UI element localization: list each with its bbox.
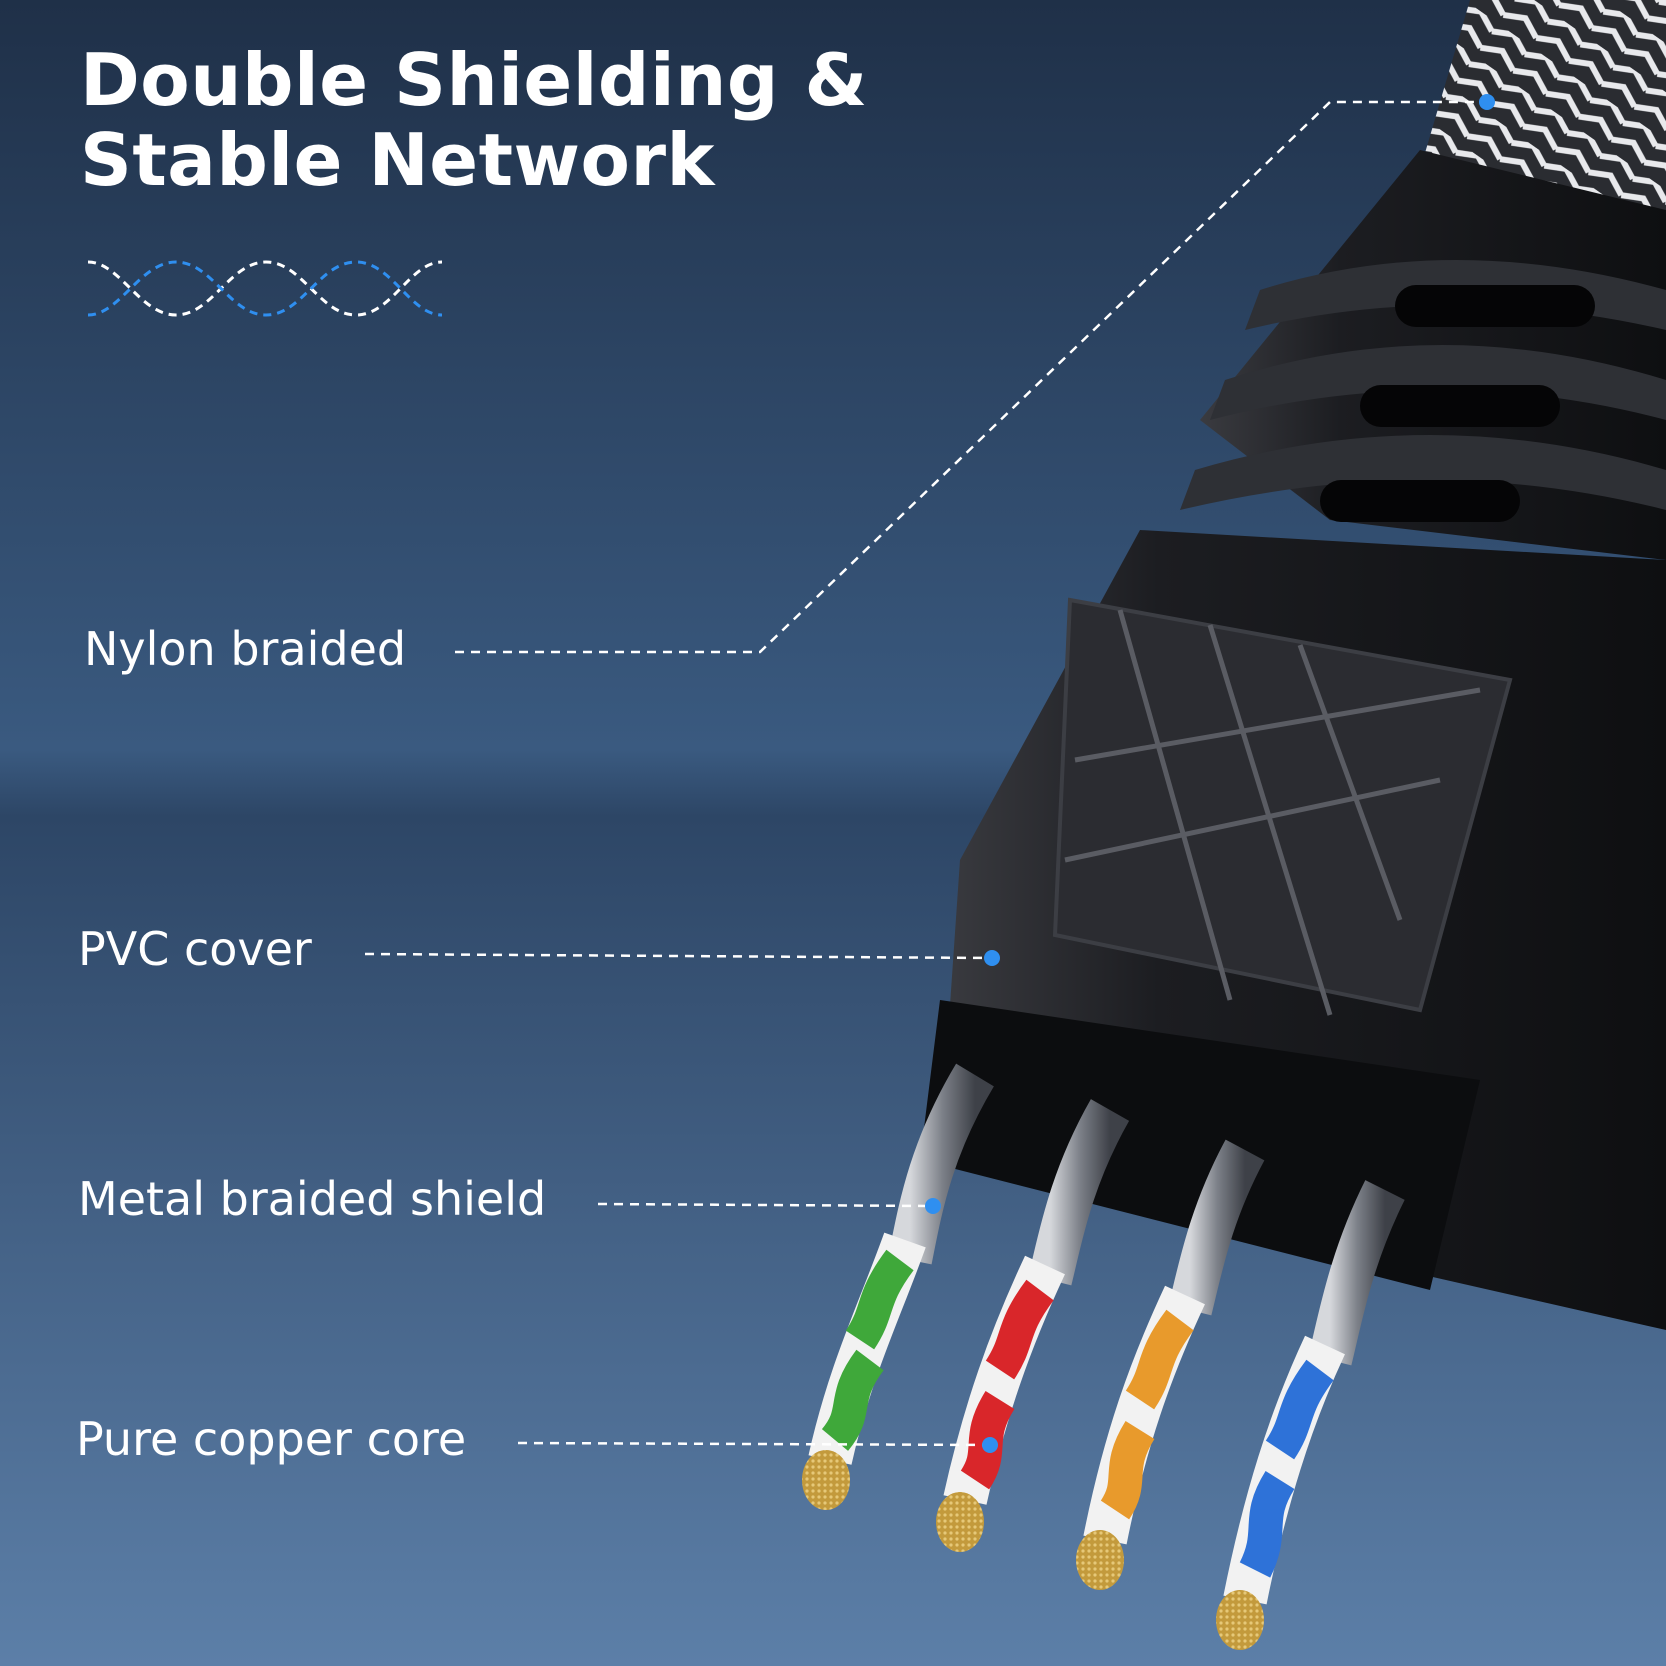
twisted-pair-icon — [87, 260, 443, 317]
strain-relief-boot — [1180, 150, 1666, 560]
callout-metal-braided-shield: Metal braided shield — [78, 1172, 547, 1226]
callout-dot-icon — [984, 950, 1000, 966]
leader-line-pvc — [364, 952, 993, 960]
wire-pair-blue — [1216, 1180, 1405, 1650]
callout-pvc-cover: PVC cover — [78, 922, 312, 976]
callout-dot-icon — [1479, 94, 1495, 110]
wire-pair-green — [802, 1063, 994, 1510]
callout-nylon-braided: Nylon braided — [84, 622, 407, 676]
leader-line-nylon — [455, 100, 1485, 654]
callout-dot-icon — [925, 1198, 941, 1214]
wire-pair-red — [936, 1099, 1130, 1552]
headline-line-2: Stable Network — [80, 118, 715, 202]
headline: Double Shielding & Stable Network — [80, 40, 868, 200]
callout-pure-copper-core: Pure copper core — [76, 1412, 467, 1466]
headline-line-1: Double Shielding & — [80, 38, 868, 122]
leader-line-metal — [597, 1202, 933, 1208]
wire-pair-orange — [1076, 1139, 1265, 1590]
callout-dot-icon — [982, 1437, 998, 1453]
